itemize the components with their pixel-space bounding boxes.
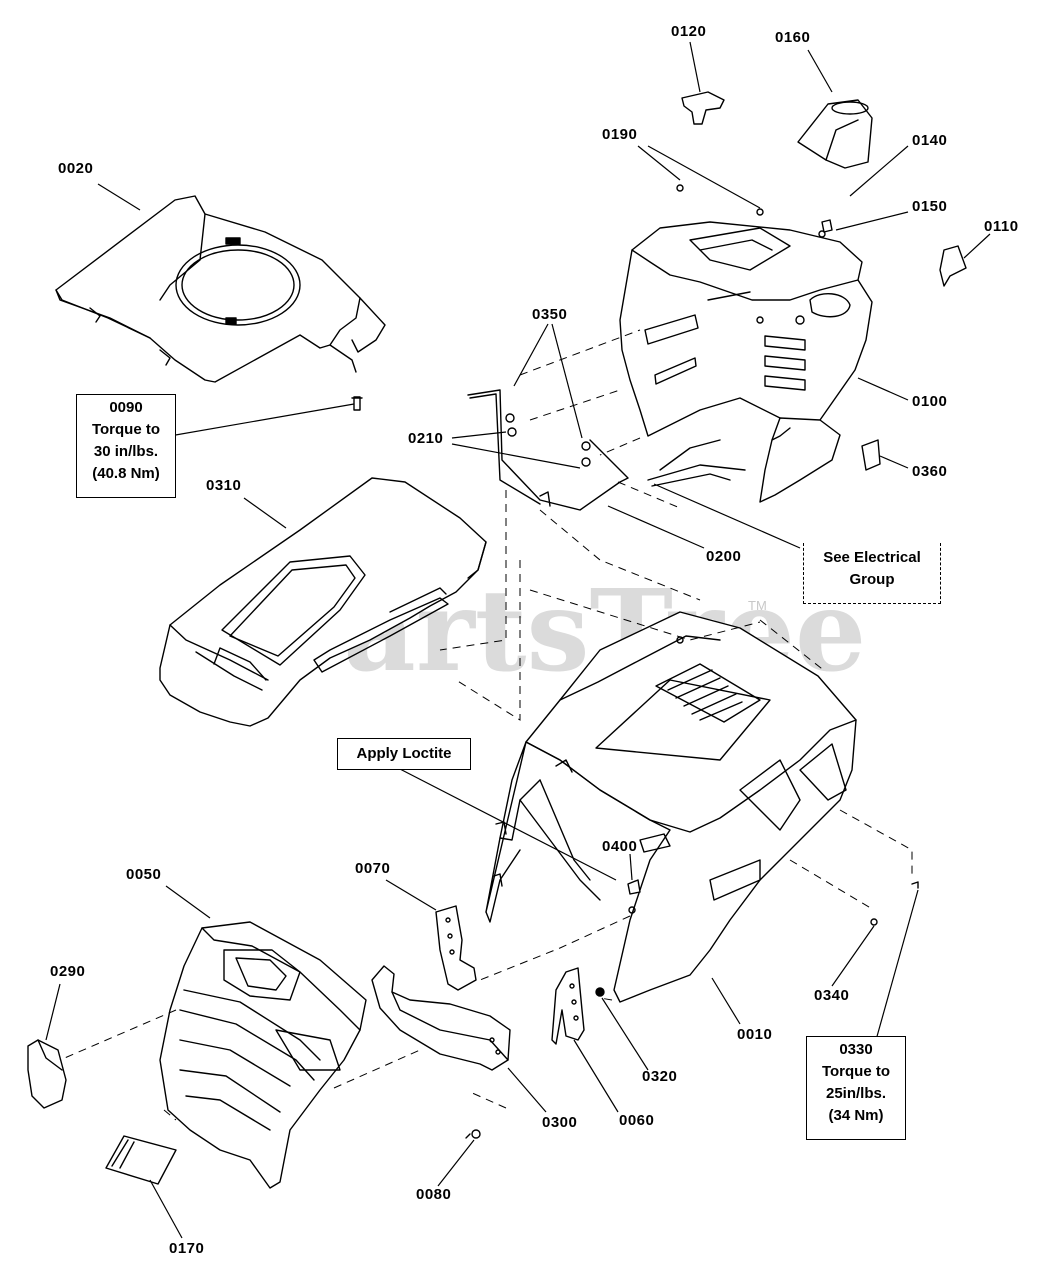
note-0090-line3: 30 in/lbs. — [93, 443, 159, 460]
part-0300-bumper — [371, 965, 511, 1071]
label-0360: 0360 — [912, 463, 948, 480]
label-0060: 0060 — [619, 1112, 655, 1129]
note-loctite-text: Apply Loctite — [356, 745, 452, 762]
label-0350: 0350 — [532, 306, 568, 323]
part-0020-cover — [55, 195, 386, 383]
label-0150: 0150 — [912, 198, 948, 215]
leader-lines — [45, 41, 991, 1239]
part-0090-bolt — [351, 396, 363, 411]
label-0100: 0100 — [912, 393, 948, 410]
note-0330-part: 0330 — [839, 1041, 873, 1058]
part-0140-0150-fasteners — [676, 184, 833, 238]
part-0110-bracket — [939, 245, 967, 287]
label-0290: 0290 — [50, 963, 86, 980]
part-0170-insert — [105, 1135, 177, 1185]
label-0110: 0110 — [984, 218, 1019, 235]
label-0020: 0020 — [58, 160, 94, 177]
part-0160-housing — [797, 99, 873, 169]
note-0330-line4: (34 Nm) — [828, 1107, 884, 1124]
part-0290-lens — [27, 1039, 67, 1109]
part-0310-hood — [159, 477, 487, 727]
note-0090-torque: 0090 Torque to 30 in/lbs. (40.8 Nm) — [76, 394, 176, 498]
label-0200: 0200 — [706, 548, 742, 565]
part-0010-hood-body — [485, 611, 857, 1003]
part-wire-harness — [647, 439, 746, 487]
label-0210: 0210 — [408, 430, 444, 447]
note-electrical-line2: Group — [849, 571, 895, 588]
note-0330-line3: 25in/lbs. — [825, 1085, 887, 1102]
label-0160: 0160 — [775, 29, 811, 46]
label-0120: 0120 — [671, 23, 707, 40]
note-0090-line4: (40.8 Nm) — [92, 465, 160, 482]
note-0330-line2: Torque to — [821, 1063, 891, 1080]
part-0200-harness-bracket — [467, 389, 629, 511]
note-see-electrical-group: See Electrical Group — [803, 543, 941, 604]
part-0360-plate — [861, 439, 881, 471]
label-0310: 0310 — [206, 477, 242, 494]
note-apply-loctite: Apply Loctite — [337, 738, 471, 770]
label-0140: 0140 — [912, 132, 948, 149]
part-0120-knob — [681, 91, 725, 125]
label-0080: 0080 — [416, 1186, 452, 1203]
watermark-trademark: TM — [748, 598, 767, 613]
part-0100-dash — [619, 221, 873, 437]
assembly-dashed-lines — [59, 329, 913, 1121]
part-small-nuts — [465, 881, 919, 1139]
label-0300: 0300 — [542, 1114, 578, 1131]
label-0050: 0050 — [126, 866, 162, 883]
label-0190: 0190 — [602, 126, 638, 143]
label-0170: 0170 — [169, 1240, 205, 1257]
label-0340: 0340 — [814, 987, 850, 1004]
part-0060-bracket — [551, 967, 585, 1045]
part-0400-fastener — [627, 879, 641, 895]
part-0100-lower-panel — [759, 417, 841, 503]
label-0070: 0070 — [355, 860, 391, 877]
label-0010: 0010 — [737, 1026, 773, 1043]
note-0330-torque: 0330 Torque to 25in/lbs. (34 Nm) — [806, 1036, 906, 1140]
part-0050-grille — [159, 921, 367, 1189]
label-0400: 0400 — [602, 838, 638, 855]
label-0320: 0320 — [642, 1068, 678, 1085]
note-0090-part: 0090 — [109, 399, 143, 416]
note-0090-line2: Torque to — [91, 421, 161, 438]
note-electrical-line1: See Electrical — [823, 549, 921, 566]
part-0070-bracket — [435, 905, 477, 991]
